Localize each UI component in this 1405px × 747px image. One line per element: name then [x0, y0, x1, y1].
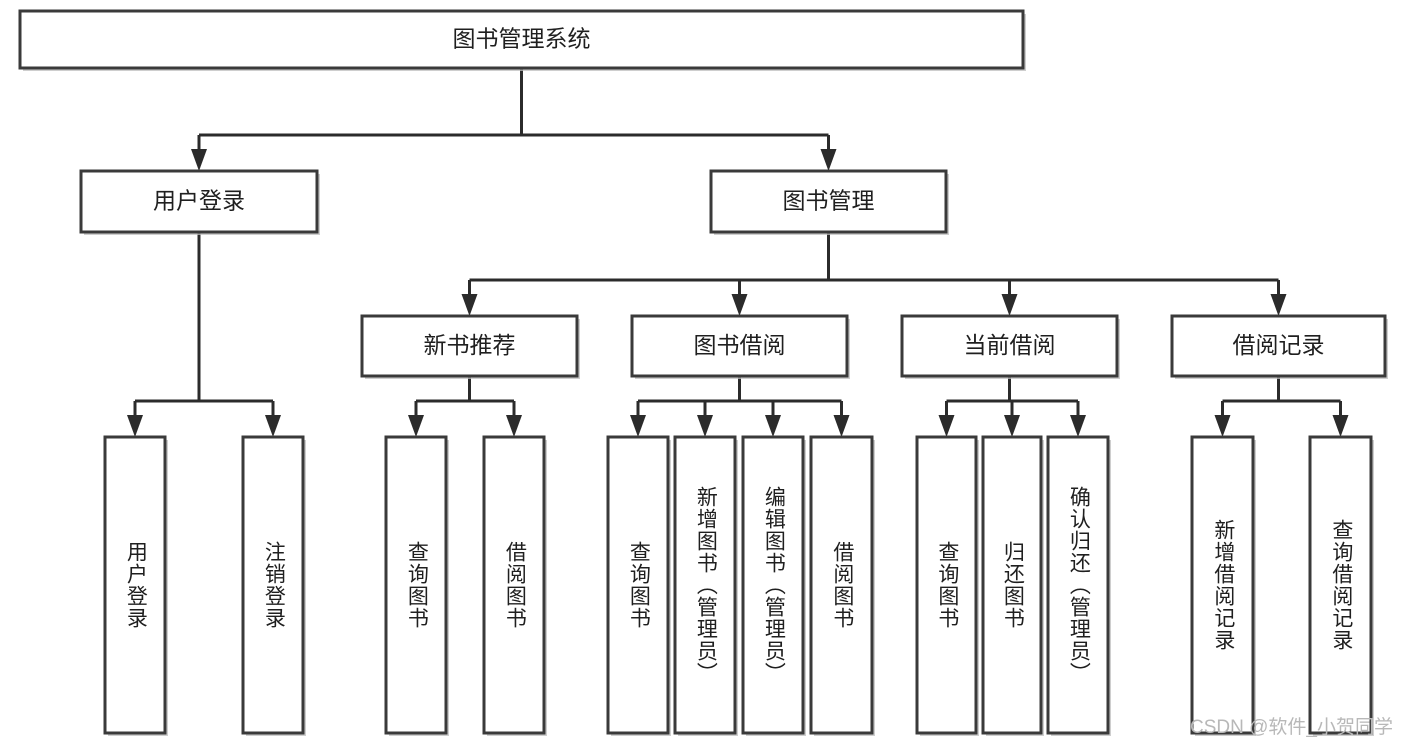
watermark-text: CSDN @软件_小贺同学 [1190, 717, 1393, 738]
node-leaf-add-book[interactable] [673, 435, 737, 735]
arrow-head-icon [1004, 415, 1020, 437]
node-leaf-query-book-3[interactable] [915, 435, 978, 735]
node-label-book-management: 图书管理 [783, 188, 875, 214]
node-leaf-borrow-book-1[interactable] [482, 435, 546, 735]
connector-layer [127, 68, 1349, 437]
arrow-head-icon [697, 415, 713, 437]
node-label-user-login: 用户登录 [153, 188, 245, 214]
node-book-management[interactable] [709, 169, 948, 234]
node-leaf-return-book[interactable] [981, 435, 1043, 735]
node-leaf-edit-book[interactable] [741, 435, 805, 735]
arrow-head-icon [191, 149, 207, 171]
node-book-borrow[interactable] [630, 314, 849, 378]
arrow-head-icon [1270, 294, 1287, 316]
node-leaf-query-book-1[interactable] [384, 435, 448, 735]
node-label-new-book-recommend: 新书推荐 [424, 332, 516, 358]
arrow-head-icon [408, 415, 424, 437]
node-user-login[interactable] [79, 169, 319, 234]
node-leaf-query-record[interactable] [1308, 435, 1373, 735]
arrow-head-icon [127, 415, 143, 437]
node-leaf-logout[interactable] [241, 435, 305, 735]
node-leaf-query-book-2[interactable] [606, 435, 670, 735]
arrow-head-icon [265, 415, 281, 437]
arrow-head-icon [820, 149, 837, 171]
node-leaf-add-record[interactable] [1190, 435, 1255, 735]
node-new-book-recommend[interactable] [360, 314, 579, 378]
node-current-borrow[interactable] [900, 314, 1119, 378]
node-leaf-user-login[interactable] [103, 435, 167, 735]
node-label-book-borrow: 图书借阅 [694, 332, 786, 358]
node-label-root: 图书管理系统 [453, 26, 591, 52]
node-borrow-record[interactable] [1170, 314, 1387, 378]
arrow-head-icon [461, 294, 478, 316]
arrow-head-icon [765, 415, 781, 437]
arrow-head-icon [1070, 415, 1086, 437]
node-root[interactable] [18, 9, 1025, 70]
node-label-current-borrow: 当前借阅 [964, 332, 1056, 358]
arrow-head-icon [1001, 294, 1018, 316]
arrow-head-icon [506, 415, 522, 437]
arrow-head-icon [1332, 415, 1349, 437]
node-label-borrow-record: 借阅记录 [1233, 332, 1325, 358]
node-leaf-confirm-return[interactable] [1046, 435, 1110, 735]
node-leaf-borrow-book-2[interactable] [809, 435, 874, 735]
arrow-head-icon [630, 415, 646, 437]
arrow-head-icon [833, 415, 850, 437]
arrow-head-icon [938, 415, 955, 437]
arrow-head-icon [1214, 415, 1231, 437]
arrow-head-icon [731, 294, 748, 316]
